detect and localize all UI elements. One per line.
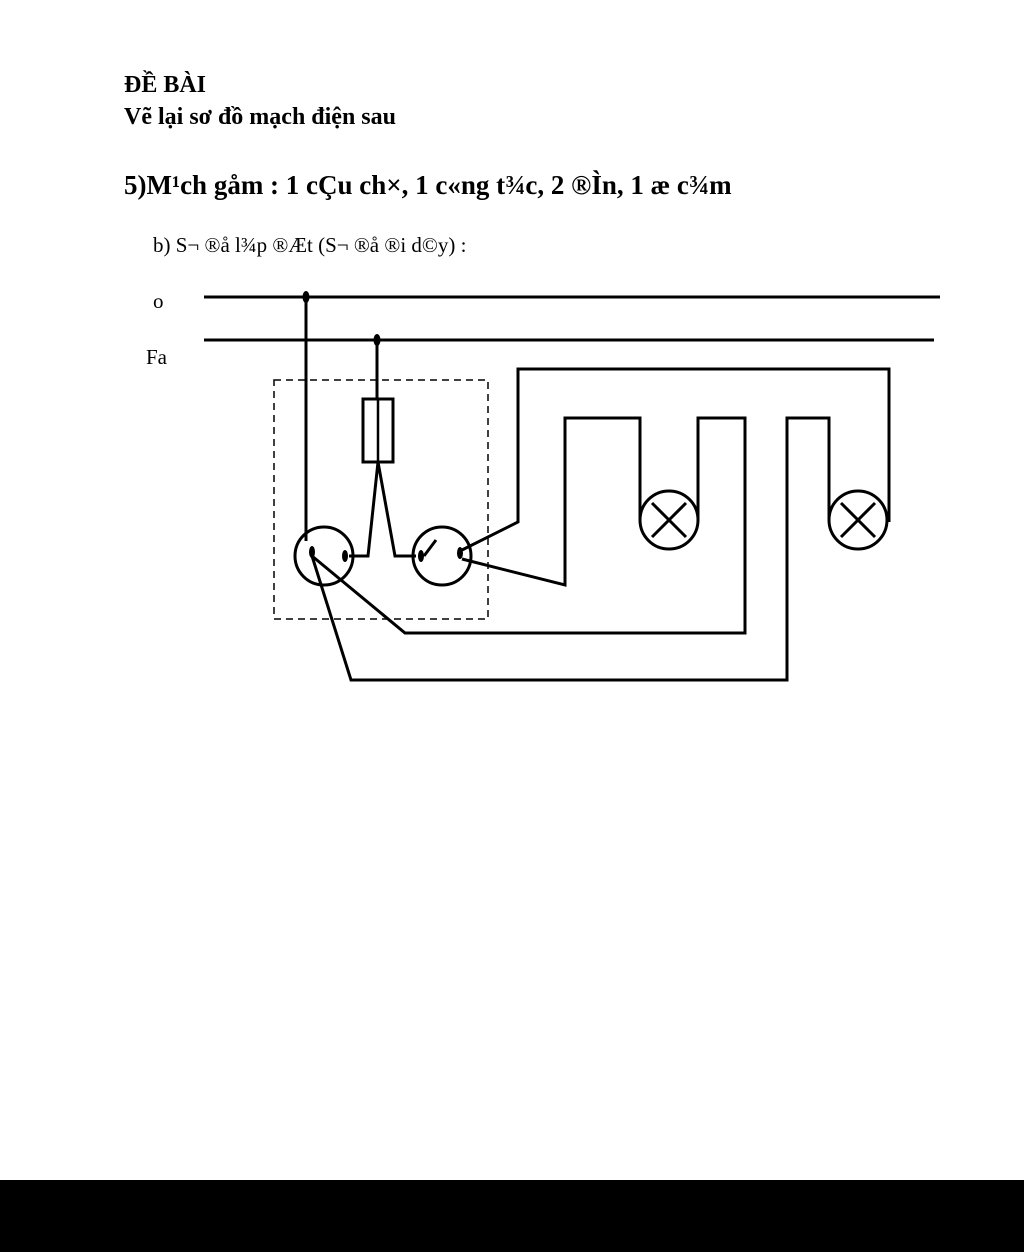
phase-line-label: Fa bbox=[146, 345, 168, 369]
instruction-text: Vẽ lại sơ đồ mạch điện sau bbox=[124, 104, 396, 130]
switch-to-lamp2-wire bbox=[461, 367, 891, 552]
fuse-to-switch-wire bbox=[376, 461, 416, 558]
wiring-diagram: o Fa bbox=[146, 289, 940, 682]
neutral-line-label: o bbox=[153, 289, 164, 313]
diagram-subtitle: b) S¬ ®å l¾p ®Æt (S¬ ®å ®i d©y) : bbox=[153, 233, 467, 257]
lamp1-return-wire bbox=[311, 416, 747, 635]
lamp-2 bbox=[827, 489, 889, 551]
switch bbox=[411, 525, 473, 587]
distribution-board bbox=[273, 379, 489, 620]
fuse-to-socket-wire bbox=[349, 461, 380, 558]
switch-to-lamp1-wire bbox=[461, 416, 642, 587]
bottom-bar bbox=[0, 1180, 1024, 1252]
problem-statement: 5)M¹ch gåm : 1 cÇu ch×, 1 c«ng t¾c, 2 ®Ì… bbox=[124, 170, 732, 200]
lamp2-return-wire bbox=[310, 416, 831, 682]
lamp-1 bbox=[638, 489, 700, 551]
socket bbox=[293, 525, 355, 587]
fuse bbox=[361, 397, 395, 464]
page-title: ĐỀ BÀI bbox=[124, 72, 207, 98]
